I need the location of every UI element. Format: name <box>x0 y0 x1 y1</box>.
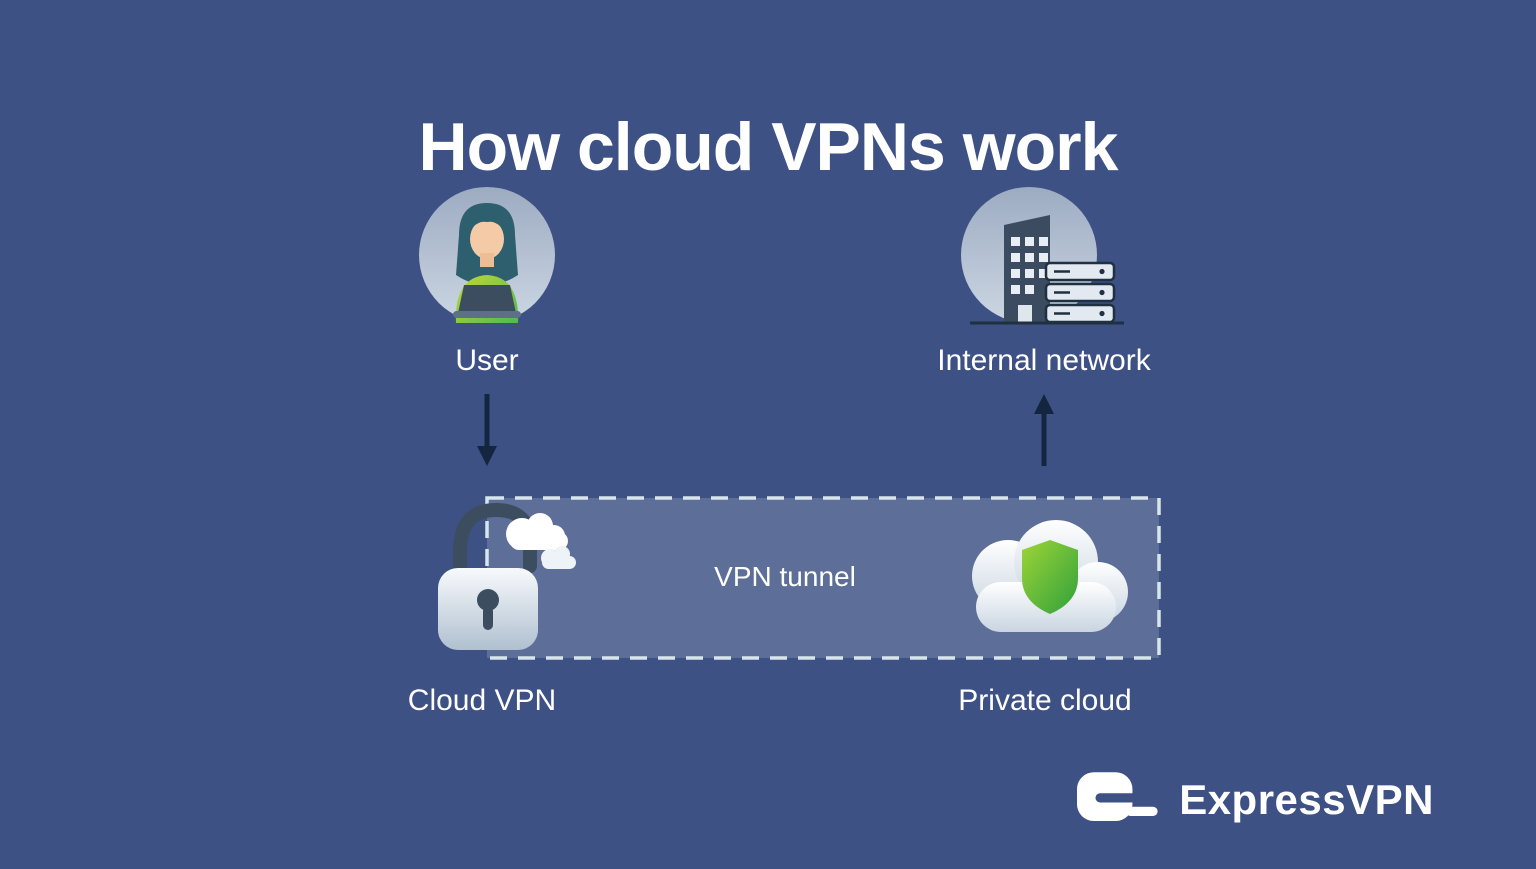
user-label: User <box>455 344 519 377</box>
arrow-up-icon <box>1034 394 1054 466</box>
cloud-shield-icon <box>972 520 1128 632</box>
office-building-servers-icon <box>961 187 1124 325</box>
expressvpn-logo-icon <box>1077 772 1162 821</box>
brand-wordmark: ExpressVPN <box>1179 776 1434 823</box>
vpn-tunnel-label: VPN tunnel <box>714 561 856 592</box>
cloud-vpn-label: Cloud VPN <box>407 684 557 717</box>
padlock-clouds-icon <box>438 502 576 650</box>
internal-network-label: Internal network <box>937 344 1151 377</box>
user-avatar-icon <box>419 187 555 323</box>
brand-logo: ExpressVPN <box>1077 771 1434 829</box>
page-title: How cloud VPNs work <box>418 108 1119 185</box>
private-cloud-label: Private cloud <box>958 684 1132 717</box>
arrow-down-icon <box>477 394 497 466</box>
